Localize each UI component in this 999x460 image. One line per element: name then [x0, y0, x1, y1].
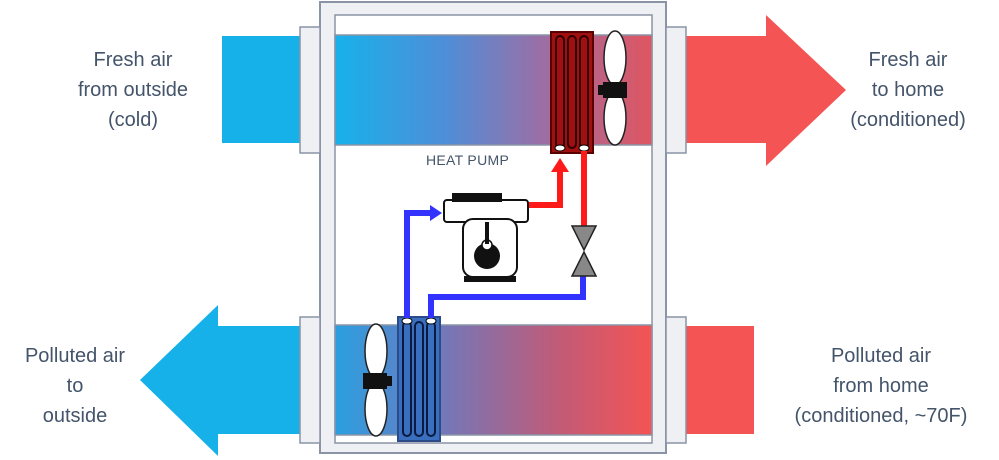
polluted-air-in-arrow — [686, 326, 754, 434]
discharge-arrowhead-icon — [551, 158, 569, 172]
polluted-out-line-3: outside — [42, 405, 108, 427]
exhaust-fan-icon — [363, 323, 392, 437]
heat-pump-label: HEAT PUMP — [426, 152, 510, 168]
fresh-air-in-arrow — [222, 36, 302, 143]
fresh-in-line-1: Fresh air — [93, 49, 173, 71]
expansion-valve-icon — [570, 225, 598, 277]
polluted-air-out-arrow — [140, 305, 300, 456]
suction-line — [404, 210, 430, 318]
fresh-out-line-3: (conditioned) — [850, 109, 966, 131]
fresh-air-out-label: Fresh air to home (conditioned) — [828, 45, 988, 135]
collar-bottom-left — [299, 316, 321, 444]
polluted-out-line-2: to — [66, 375, 84, 397]
collar-bottom-right — [665, 316, 687, 444]
polluted-out-line-1: Polluted air — [24, 345, 126, 367]
discharge-line — [528, 172, 563, 208]
supply-fan-icon — [598, 30, 627, 146]
fresh-out-line-1: Fresh air — [868, 49, 948, 71]
liquid-line-cold — [428, 276, 586, 318]
collar-top-right — [665, 26, 687, 154]
polluted-in-line-2: from home — [833, 375, 929, 397]
suction-arrowhead-icon — [430, 205, 442, 221]
compressor-icon — [443, 193, 529, 282]
fresh-in-line-3: (cold) — [107, 109, 158, 131]
fresh-air-in-label: Fresh air from outside (cold) — [58, 45, 208, 135]
polluted-air-in-label: Polluted air from home (conditioned, ~70… — [770, 341, 992, 431]
condenser-coil-icon — [550, 31, 594, 154]
evaporator-coil-icon — [397, 316, 441, 442]
collar-top-left — [299, 26, 321, 154]
fresh-in-line-2: from outside — [77, 79, 189, 101]
fresh-air-out-arrow — [686, 15, 846, 166]
polluted-air-out-label: Polluted air to outside — [0, 341, 150, 431]
polluted-in-line-3: (conditioned, ~70F) — [794, 405, 968, 427]
fresh-out-line-2: to home — [871, 79, 945, 101]
polluted-in-line-1: Polluted air — [830, 345, 932, 367]
